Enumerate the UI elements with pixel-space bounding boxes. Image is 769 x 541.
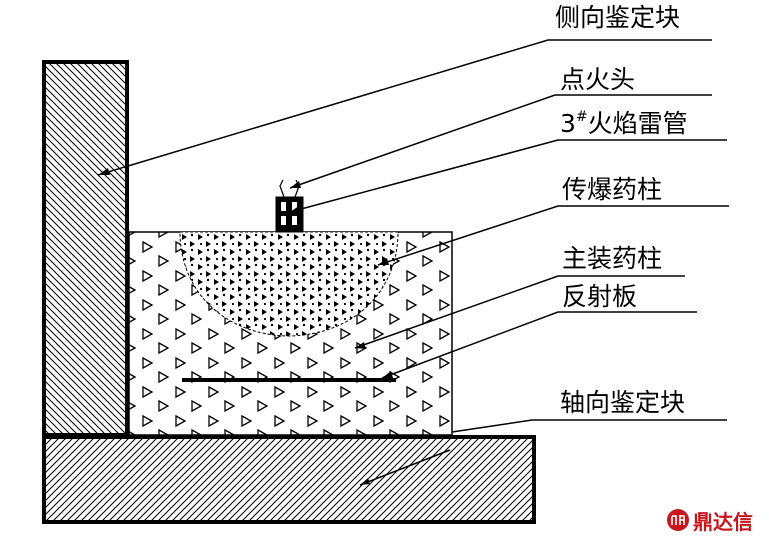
label-detonator-name: 火焰雷管 [587, 109, 688, 138]
watermark-text: 鼎达信 [693, 509, 753, 534]
igniter-wires [279, 179, 300, 198]
label-igniter: 点火头 [560, 65, 636, 94]
side-block [42, 60, 129, 437]
label-side-block: 侧向鉴定块 [555, 3, 681, 32]
label-main-charge: 主装药柱 [562, 244, 663, 273]
arrow-heads [98, 168, 393, 485]
label-booster: 传爆药柱 [562, 175, 663, 204]
axial-block [42, 435, 536, 524]
label-reflector: 反射板 [562, 282, 638, 311]
label-axial-block: 轴向鉴定块 [560, 388, 686, 417]
leader-lines [97, 39, 729, 486]
seal-logo-icon [667, 509, 689, 531]
label-detonator-number: 3 [560, 109, 576, 138]
detonator [275, 196, 304, 233]
watermark: 鼎达信 [666, 506, 753, 534]
label-detonator-mark: # [575, 109, 588, 125]
label-detonator: 3#火焰雷管 [560, 109, 688, 142]
